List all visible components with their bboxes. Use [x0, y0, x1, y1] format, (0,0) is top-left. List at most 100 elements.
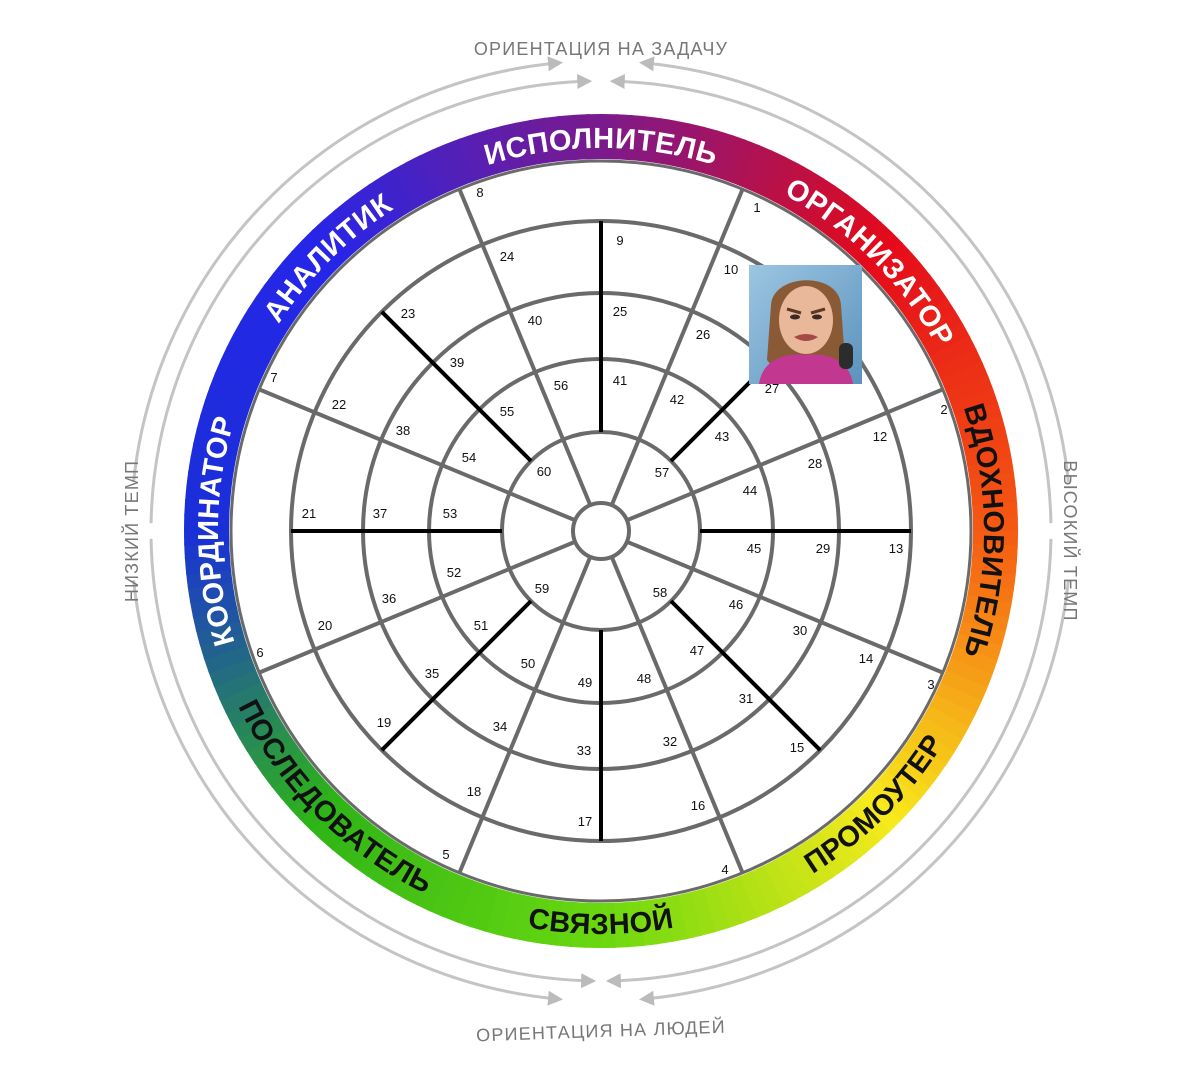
ring-segment	[943, 657, 993, 690]
ring-segment	[964, 582, 1014, 607]
cell-number: 56	[554, 378, 568, 393]
ring-segment	[956, 416, 1007, 444]
cell-number: 9	[616, 233, 623, 248]
ring-segment	[299, 786, 344, 831]
cell-number: 1	[753, 200, 760, 215]
person-photo-icon	[749, 265, 862, 384]
ring-segment	[209, 372, 259, 405]
ring-segment	[392, 161, 430, 211]
ring-segment	[472, 129, 502, 180]
ring-segment	[952, 632, 1002, 663]
cell-number: 25	[613, 304, 627, 319]
ring-segment	[279, 766, 327, 811]
cell-number: 35	[425, 666, 439, 681]
ring-segment	[389, 850, 428, 900]
ring-segment	[196, 413, 247, 442]
cell-number: 5	[442, 847, 449, 862]
cell-number: 4	[721, 862, 728, 877]
cell-number: 22	[332, 397, 346, 412]
ring-segment	[188, 455, 238, 480]
cell-number: 51	[474, 618, 488, 633]
cell-number: 50	[521, 656, 535, 671]
grid-spoke	[609, 556, 745, 874]
ring-segment	[751, 150, 787, 200]
cell-number: 12	[873, 429, 887, 444]
ring-segment	[948, 388, 999, 420]
ring-segment	[214, 358, 265, 393]
ring-segment	[255, 283, 304, 325]
ring-segment	[193, 427, 243, 455]
ring-segment	[583, 900, 601, 948]
ring-segment	[959, 607, 1009, 635]
ring-segment	[500, 122, 527, 172]
ring-segment	[955, 620, 1006, 649]
caption-task-orientation: ОРИЕНТАЦИЯ НА ЗАДАЧУ	[474, 39, 728, 59]
ring-segment	[444, 138, 477, 188]
grid-ring	[571, 501, 631, 561]
arrow-outer-high-to-task	[638, 56, 1070, 483]
ring-segment	[962, 595, 1012, 621]
ring-segment	[749, 863, 784, 914]
ring-segment	[428, 867, 463, 918]
ring-segment	[483, 885, 512, 936]
ring-segment	[557, 114, 578, 164]
cell-number: 2	[940, 402, 947, 417]
ring-segment	[848, 221, 893, 267]
ring-segment	[836, 805, 881, 853]
ring-segment	[442, 873, 475, 923]
cell-number: 6	[256, 645, 263, 660]
cell-number: 20	[318, 618, 332, 633]
grid-spoke	[457, 188, 593, 506]
cell-number: 31	[739, 691, 753, 706]
cell-number: 43	[715, 429, 729, 444]
ring-segment	[652, 118, 677, 168]
ring-segment	[952, 402, 1003, 432]
ring-segment	[970, 516, 1018, 534]
cell-number: 29	[816, 541, 830, 556]
ring-segment	[867, 241, 913, 286]
ring-segment	[218, 679, 269, 714]
ring-segment	[739, 144, 774, 195]
ring-segment	[309, 795, 354, 841]
ring-segment	[914, 310, 964, 349]
ring-segment	[289, 776, 335, 821]
ring-segment	[270, 756, 318, 800]
ring-segment	[794, 837, 835, 887]
ring-segment	[715, 134, 747, 185]
ring-segment	[874, 768, 921, 813]
caption-high-pace: ВЫСОКИЙ ТЕМП	[1060, 460, 1081, 621]
ring-segment	[933, 348, 984, 383]
cell-number: 26	[696, 327, 710, 342]
cell-number: 32	[663, 734, 677, 749]
ring-segment	[665, 120, 691, 170]
ring-segment	[968, 487, 1018, 508]
ring-segment	[184, 513, 232, 531]
ring-segment	[865, 778, 911, 823]
ring-segment	[898, 737, 947, 779]
ring-segment	[926, 693, 976, 730]
grid-spoke	[457, 556, 593, 874]
cell-number: 57	[655, 465, 669, 480]
arrow-outer-high-to-people	[638, 579, 1070, 1006]
ring-segment	[204, 385, 255, 417]
ring-segment	[858, 231, 903, 276]
cell-number: 47	[690, 643, 704, 658]
ring-segment	[947, 645, 998, 677]
ring-segment	[882, 758, 930, 802]
arrow-low-pace-to-task	[149, 73, 593, 524]
ring-segment	[856, 788, 901, 833]
cell-number: 49	[578, 675, 592, 690]
grid-ring	[229, 159, 973, 903]
cell-number: 34	[493, 719, 507, 734]
role-color-ring	[184, 113, 1018, 948]
grid-spoke	[626, 387, 944, 523]
ring-segment	[913, 716, 963, 755]
ring-segment	[906, 727, 955, 767]
cell-number: 58	[653, 585, 667, 600]
ring-segment	[772, 851, 810, 901]
ring-segment	[525, 894, 550, 944]
ring-segment	[321, 209, 366, 257]
ring-segment	[224, 690, 275, 727]
ring-segment	[239, 307, 289, 346]
ring-segment	[816, 822, 858, 871]
